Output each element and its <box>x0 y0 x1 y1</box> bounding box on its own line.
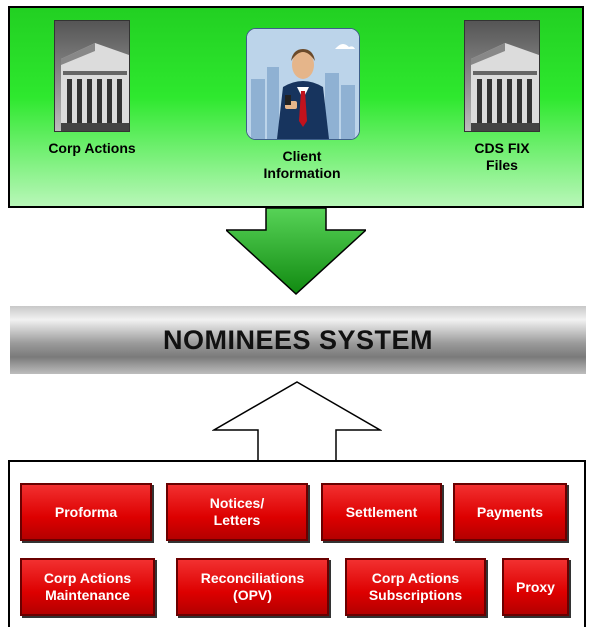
up-arrow-icon <box>212 381 382 462</box>
input-label: Corp Actions <box>48 140 136 156</box>
building-photo-icon <box>464 20 540 132</box>
system-title: NOMINEES SYSTEM <box>162 324 434 355</box>
down-arrow-icon <box>226 208 366 296</box>
module-corp-actions-subscriptions-button[interactable]: Corp Actions Subscriptions <box>345 558 486 616</box>
input-label: CDS FIX Files <box>474 140 530 173</box>
building-photo-icon <box>54 20 130 132</box>
businessman-icon <box>246 28 360 140</box>
module-notices-letters-button[interactable]: Notices/ Letters <box>166 483 308 541</box>
module-settlement-button[interactable]: Settlement <box>321 483 442 541</box>
modules-panel: Proforma Notices/ Letters Settlement Pay… <box>8 460 586 627</box>
input-cds-fix-files: CDS FIX Files <box>456 20 548 174</box>
input-label: Client Information <box>263 148 341 181</box>
input-corp-actions: Corp Actions <box>46 20 138 157</box>
inputs-panel: Corp Actions Client Information <box>8 6 584 208</box>
module-proforma-button[interactable]: Proforma <box>20 483 152 541</box>
nominees-system-banner: NOMINEES SYSTEM <box>10 306 586 374</box>
module-proxy-button[interactable]: Proxy <box>502 558 569 616</box>
module-payments-button[interactable]: Payments <box>453 483 567 541</box>
input-client-information: Client Information <box>246 28 360 182</box>
module-corp-actions-maintenance-button[interactable]: Corp Actions Maintenance <box>20 558 155 616</box>
module-reconciliations-opv-button[interactable]: Reconciliations (OPV) <box>176 558 329 616</box>
